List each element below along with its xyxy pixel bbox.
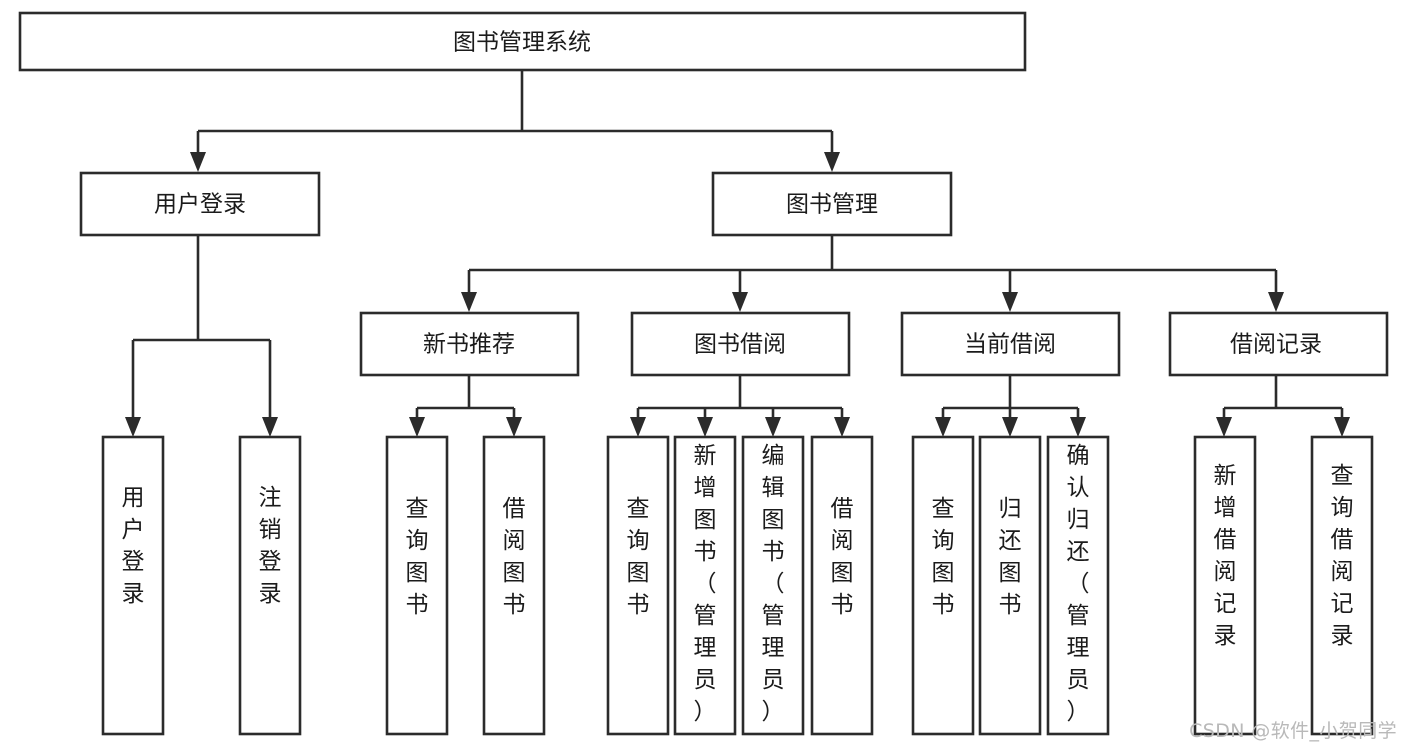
- node-leaf-query-book-2-box[interactable]: [606, 435, 670, 736]
- node-leaf-query-book-1-box[interactable]: [385, 435, 449, 736]
- node-leaf-confirm-return-box[interactable]: [1046, 435, 1110, 736]
- node-leaf-add-book-label: 新增图书（管理员）: [694, 443, 717, 725]
- node-leaf-query-record-label: 查询借阅记录: [1331, 463, 1354, 649]
- node-new-book-recommend-box[interactable]: [359, 311, 580, 377]
- node-root-box[interactable]: [18, 11, 1027, 72]
- node-current-borrow[interactable]: 当前借阅: [900, 311, 1121, 377]
- node-root-label: 图书管理系统: [453, 30, 591, 56]
- node-root[interactable]: 图书管理系统: [18, 11, 1027, 72]
- node-leaf-user-logout-label: 注销登录: [259, 485, 282, 607]
- node-leaf-add-book-box[interactable]: [673, 435, 737, 736]
- connector-layer: [125, 70, 1350, 437]
- node-leaf-borrow-book-1[interactable]: 借阅图书: [482, 435, 546, 736]
- node-leaf-return-book[interactable]: 归还图书: [978, 435, 1042, 736]
- arrow-newbook-l1: [409, 417, 425, 437]
- node-user-login-box[interactable]: [79, 171, 321, 237]
- node-leaf-edit-book-label: 编辑图书（管理员）: [762, 443, 785, 725]
- node-leaf-user-logout[interactable]: 注销登录: [238, 435, 302, 736]
- arrow-currentborrow-l2: [1002, 417, 1018, 437]
- node-leaf-borrow-book-2-box[interactable]: [810, 435, 874, 736]
- arrow-bookborrow-l4: [834, 417, 850, 437]
- arrow-userlogin-l1: [125, 417, 141, 437]
- node-book-borrow-box[interactable]: [630, 311, 851, 377]
- arrow-bookmanage-c1: [461, 292, 477, 312]
- node-borrow-record[interactable]: 借阅记录: [1168, 311, 1389, 377]
- node-book-manage-box[interactable]: [711, 171, 953, 237]
- arrow-bookmanage-c2: [732, 292, 748, 312]
- node-leaf-return-book-box[interactable]: [978, 435, 1042, 736]
- node-current-borrow-box[interactable]: [900, 311, 1121, 377]
- arrow-borrowrecord-l2: [1334, 417, 1350, 437]
- node-leaf-query-book-3-box[interactable]: [911, 435, 975, 736]
- node-leaf-query-book-3-label: 查询图书: [932, 496, 955, 618]
- node-leaf-edit-book[interactable]: 编辑图书（管理员）: [741, 435, 805, 736]
- node-new-book-recommend[interactable]: 新书推荐: [359, 311, 580, 377]
- arrow-borrowrecord-l1: [1216, 417, 1232, 437]
- node-leaf-user-logout-box[interactable]: [238, 435, 302, 736]
- node-leaf-user-login-box[interactable]: [101, 435, 165, 736]
- node-leaf-add-record-label: 新增借阅记录: [1214, 463, 1237, 649]
- node-leaf-borrow-book-1-label: 借阅图书: [503, 496, 526, 618]
- node-leaf-query-book-1-label: 查询图书: [406, 496, 429, 618]
- arrow-bookborrow-l2: [697, 417, 713, 437]
- node-leaf-query-book-3[interactable]: 查询图书: [911, 435, 975, 736]
- arrow-bookmanage-c3: [1002, 292, 1018, 312]
- node-leaf-add-book[interactable]: 新增图书（管理员）: [673, 435, 737, 736]
- node-leaf-confirm-return[interactable]: 确认归还（管理员）: [1046, 435, 1110, 736]
- node-user-login-label: 用户登录: [154, 192, 246, 218]
- node-book-manage[interactable]: 图书管理: [711, 171, 953, 237]
- node-leaf-borrow-book-1-box[interactable]: [482, 435, 546, 736]
- node-leaf-query-record-box[interactable]: [1310, 435, 1374, 736]
- node-leaf-query-book-2-label: 查询图书: [627, 496, 650, 618]
- arrow-currentborrow-l1: [935, 417, 951, 437]
- node-leaf-user-login[interactable]: 用户登录: [101, 435, 165, 736]
- node-book-manage-label: 图书管理: [786, 192, 878, 218]
- node-book-borrow[interactable]: 图书借阅: [630, 311, 851, 377]
- arrow-bookborrow-l3: [765, 417, 781, 437]
- arrow-userlogin-l2: [262, 417, 278, 437]
- node-leaf-edit-book-box[interactable]: [741, 435, 805, 736]
- node-leaf-confirm-return-label: 确认归还（管理员）: [1067, 443, 1090, 725]
- arrow-root-to-book-manage: [824, 152, 840, 172]
- node-leaf-add-record-box[interactable]: [1193, 435, 1257, 736]
- node-user-login[interactable]: 用户登录: [79, 171, 321, 237]
- csdn-watermark: CSDN @软件_小贺同学: [1189, 720, 1397, 742]
- node-leaf-borrow-book-2-label: 借阅图书: [831, 496, 854, 618]
- arrow-currentborrow-l3: [1070, 417, 1086, 437]
- node-new-book-recommend-label: 新书推荐: [423, 332, 515, 358]
- node-leaf-query-record[interactable]: 查询借阅记录: [1310, 435, 1374, 736]
- node-borrow-record-box[interactable]: [1168, 311, 1389, 377]
- node-borrow-record-label: 借阅记录: [1230, 332, 1322, 358]
- node-leaf-return-book-label: 归还图书: [999, 496, 1022, 618]
- node-leaf-query-book-2[interactable]: 查询图书: [606, 435, 670, 736]
- arrow-bookmanage-c4: [1268, 292, 1284, 312]
- arrow-root-to-user-login: [190, 152, 206, 172]
- arrow-bookborrow-l1: [630, 417, 646, 437]
- node-leaf-query-book-1[interactable]: 查询图书: [385, 435, 449, 736]
- arrow-newbook-l2: [506, 417, 522, 437]
- node-leaf-user-login-label: 用户登录: [122, 485, 145, 607]
- node-book-borrow-label: 图书借阅: [694, 332, 786, 358]
- node-leaf-borrow-book-2[interactable]: 借阅图书: [810, 435, 874, 736]
- node-leaf-add-record[interactable]: 新增借阅记录: [1193, 435, 1257, 736]
- node-current-borrow-label: 当前借阅: [964, 332, 1056, 358]
